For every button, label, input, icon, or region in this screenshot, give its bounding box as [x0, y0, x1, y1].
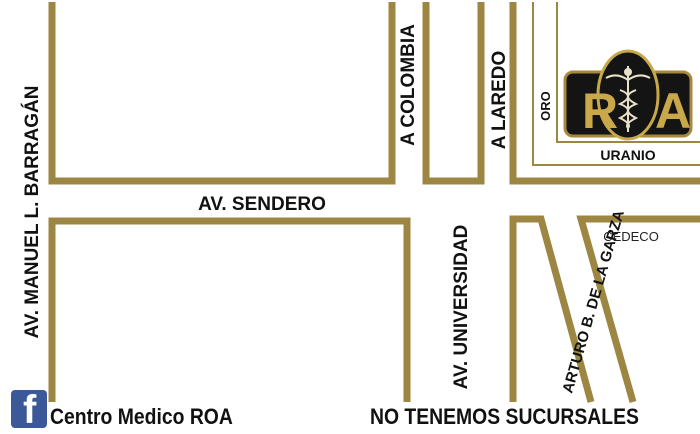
block-right-diagonal: [576, 215, 700, 403]
street-label-a-colombia: A COLOMBIA: [398, 24, 419, 146]
logo-letter-r: R: [582, 83, 618, 139]
street-label-av-manuel-barragan: AV. MANUEL L. BARRAGÁN: [21, 86, 43, 339]
block-bottom-left: [48, 217, 411, 402]
street-uranio-line: [556, 2, 700, 143]
street-label-a-laredo: A LAREDO: [489, 51, 510, 150]
street-label-uranio: URANIO: [600, 147, 655, 163]
logo-letter-a: A: [655, 83, 691, 139]
street-label-oro: ORO: [538, 91, 553, 121]
caduceus-icon: [605, 66, 651, 132]
facebook-icon[interactable]: f: [11, 388, 47, 432]
street-oro-line: [532, 2, 700, 166]
street-label-av-universidad: AV. UNIVERSIDAD: [451, 225, 472, 390]
street-label-av-sendero: AV. SENDERO: [198, 194, 326, 215]
block-top-middle: [422, 2, 485, 185]
block-top-right-outer: [509, 2, 700, 185]
street-label-cedeco: CEDECO: [603, 229, 659, 244]
block-bottom-right: [509, 215, 595, 403]
facebook-page-name: Centro Medico ROA: [50, 404, 233, 429]
no-branches-notice: NO TENEMOS SUCURSALES: [370, 404, 639, 429]
block-top-left: [48, 2, 396, 185]
clinic-logo: R A: [563, 49, 693, 141]
